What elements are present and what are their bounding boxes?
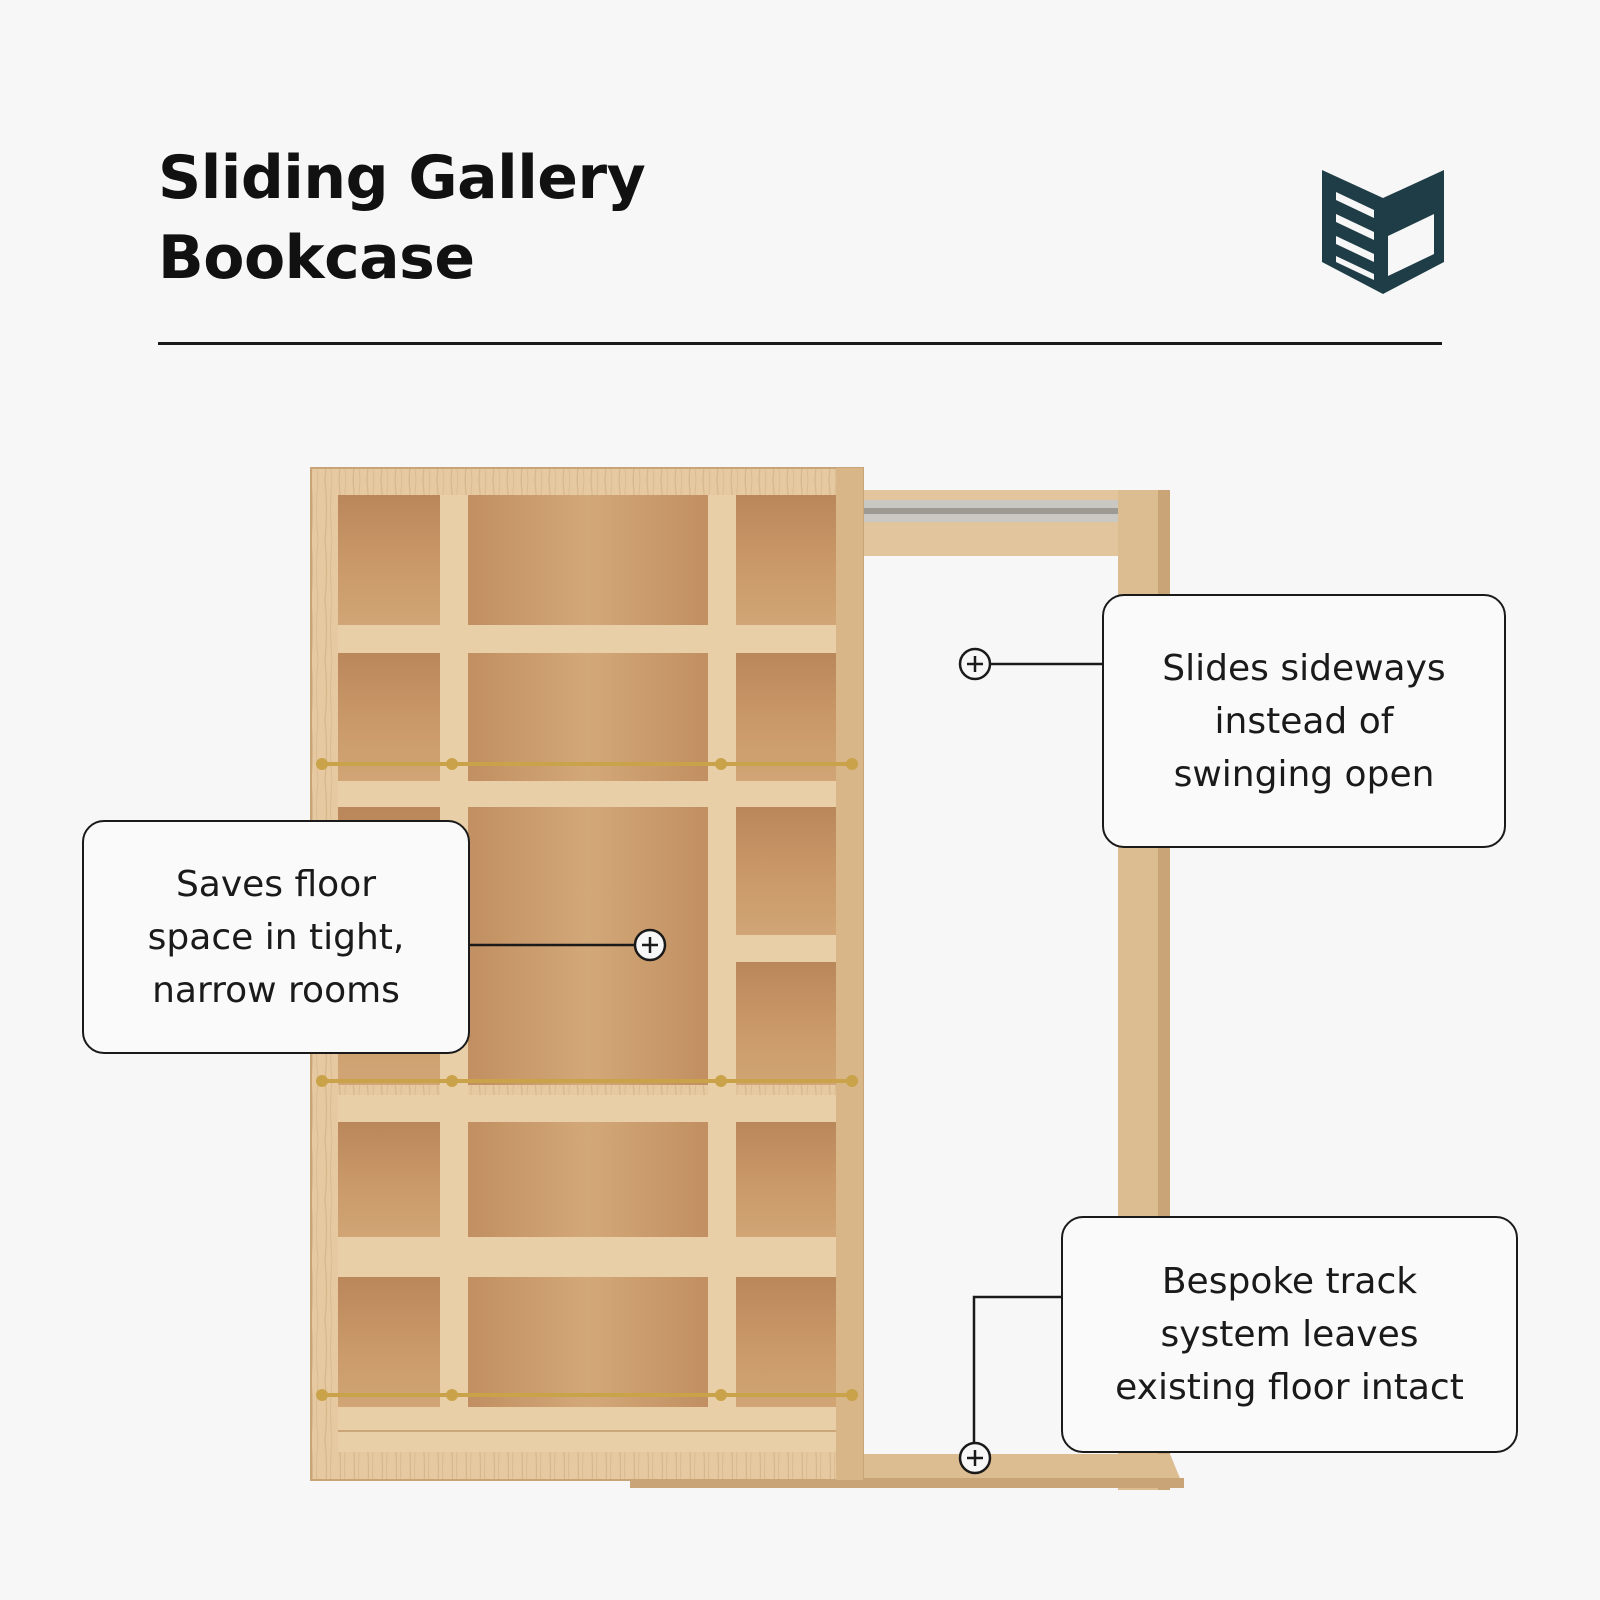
callout-slides-sideways: Slides sideways instead of swinging open bbox=[1102, 594, 1506, 848]
callout-line: instead of bbox=[1214, 700, 1394, 742]
callout-line: Saves floor bbox=[175, 863, 377, 905]
title-divider bbox=[158, 342, 1442, 345]
plus-circle-icon[interactable] bbox=[633, 928, 667, 962]
plus-circle-icon[interactable] bbox=[958, 647, 992, 681]
callout-floor-space: Saves floor space in tight, narrow rooms bbox=[82, 820, 470, 1054]
bookcase-logo-icon bbox=[1322, 170, 1444, 294]
callout-line: swinging open bbox=[1173, 753, 1435, 795]
plus-circle-icon[interactable] bbox=[958, 1441, 992, 1475]
callout-line: Bespoke track bbox=[1161, 1261, 1418, 1302]
callout-line: space in tight, bbox=[147, 916, 405, 958]
leader-line-bottom bbox=[972, 1295, 1061, 1442]
callout-track-system: Bespoke track system leaves existing flo… bbox=[1061, 1216, 1518, 1453]
callout-line: Slides sideways bbox=[1162, 647, 1446, 689]
callout-line: system leaves bbox=[1160, 1314, 1419, 1355]
callout-line: existing floor intact bbox=[1115, 1367, 1464, 1408]
page-title: Sliding Gallery Bookcase bbox=[158, 138, 646, 298]
title-line-2: Bookcase bbox=[158, 223, 475, 293]
title-line-1: Sliding Gallery bbox=[158, 143, 646, 213]
callout-line: narrow rooms bbox=[152, 969, 400, 1011]
